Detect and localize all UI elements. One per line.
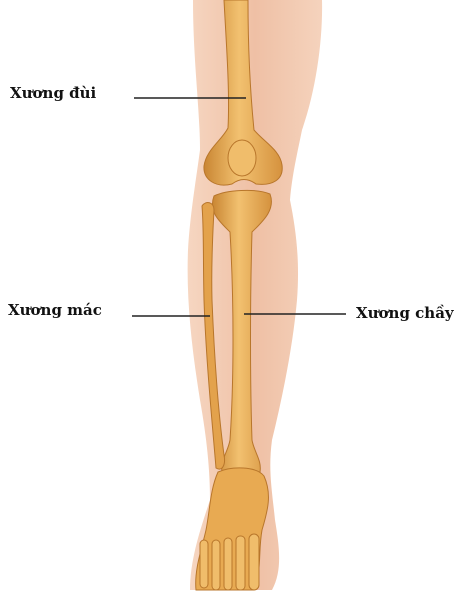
fibula-label: Xương mác <box>8 303 102 318</box>
patella-bone <box>228 140 256 176</box>
tibia-label: Xương chầy <box>356 306 454 321</box>
femur-label: Xương đùi <box>10 86 96 101</box>
